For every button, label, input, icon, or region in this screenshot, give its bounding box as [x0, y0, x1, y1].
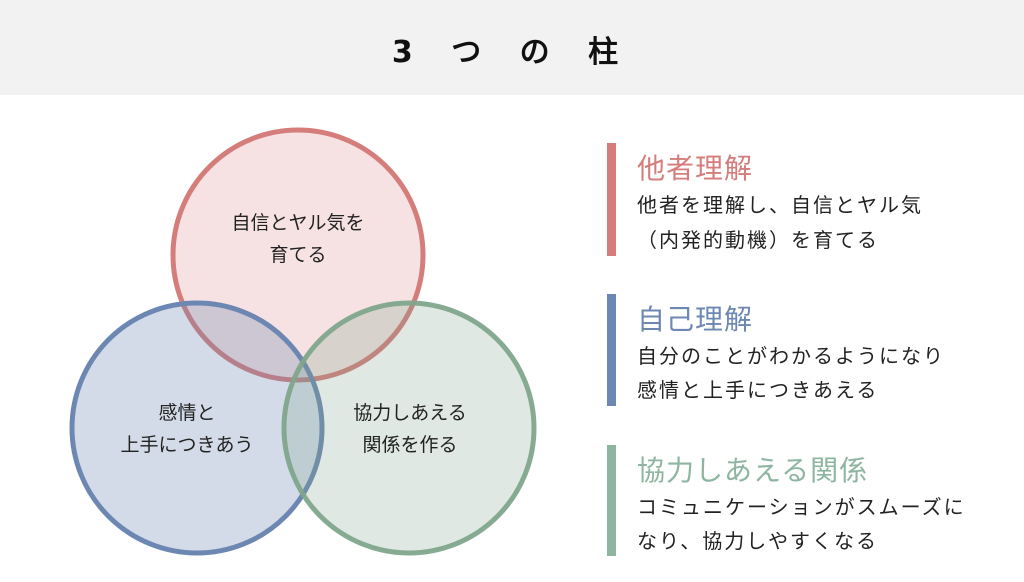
- accent-bar: [607, 143, 616, 256]
- accent-bar: [607, 445, 616, 556]
- section-heading: 自己理解: [637, 303, 754, 336]
- accent-bar: [607, 294, 616, 406]
- circle-self-confidence: [170, 127, 426, 383]
- section-text: コミュニケーションがスムーズに: [637, 495, 966, 519]
- venn-label-left: 感情と 上手につきあう: [87, 397, 287, 461]
- venn-top-line2: 育てる: [269, 244, 327, 266]
- venn-left-line2: 上手につきあう: [120, 434, 254, 456]
- section-text: （内発的動機）を育てる: [637, 228, 879, 252]
- circle-emotions: [69, 300, 325, 556]
- venn-right-line1: 協力しあえる: [353, 402, 467, 424]
- section-text: 感情と上手につきあえる: [637, 378, 879, 402]
- section-text: 他者を理解し、自信とヤル気: [637, 193, 923, 217]
- section-heading: 協力しあえる関係: [637, 454, 869, 487]
- venn-label-top: 自信とヤル気を 育てる: [198, 207, 398, 271]
- venn-left-line1: 感情と: [158, 402, 216, 424]
- venn-top-line1: 自信とヤル気を: [231, 212, 365, 234]
- section-heading: 他者理解: [637, 152, 754, 185]
- venn-label-right: 協力しあえる 関係を作る: [310, 397, 510, 461]
- circle-cooperation: [281, 300, 537, 556]
- title-bar: 3 つ の 柱: [0, 0, 1024, 95]
- venn-diagram: [69, 127, 537, 556]
- venn-right-line2: 関係を作る: [362, 434, 458, 456]
- section-text: なり、協力しやすくなる: [637, 529, 878, 553]
- page-title: 3 つ の 柱: [391, 35, 633, 70]
- section-text: 自分のことがわかるようになり: [637, 344, 945, 368]
